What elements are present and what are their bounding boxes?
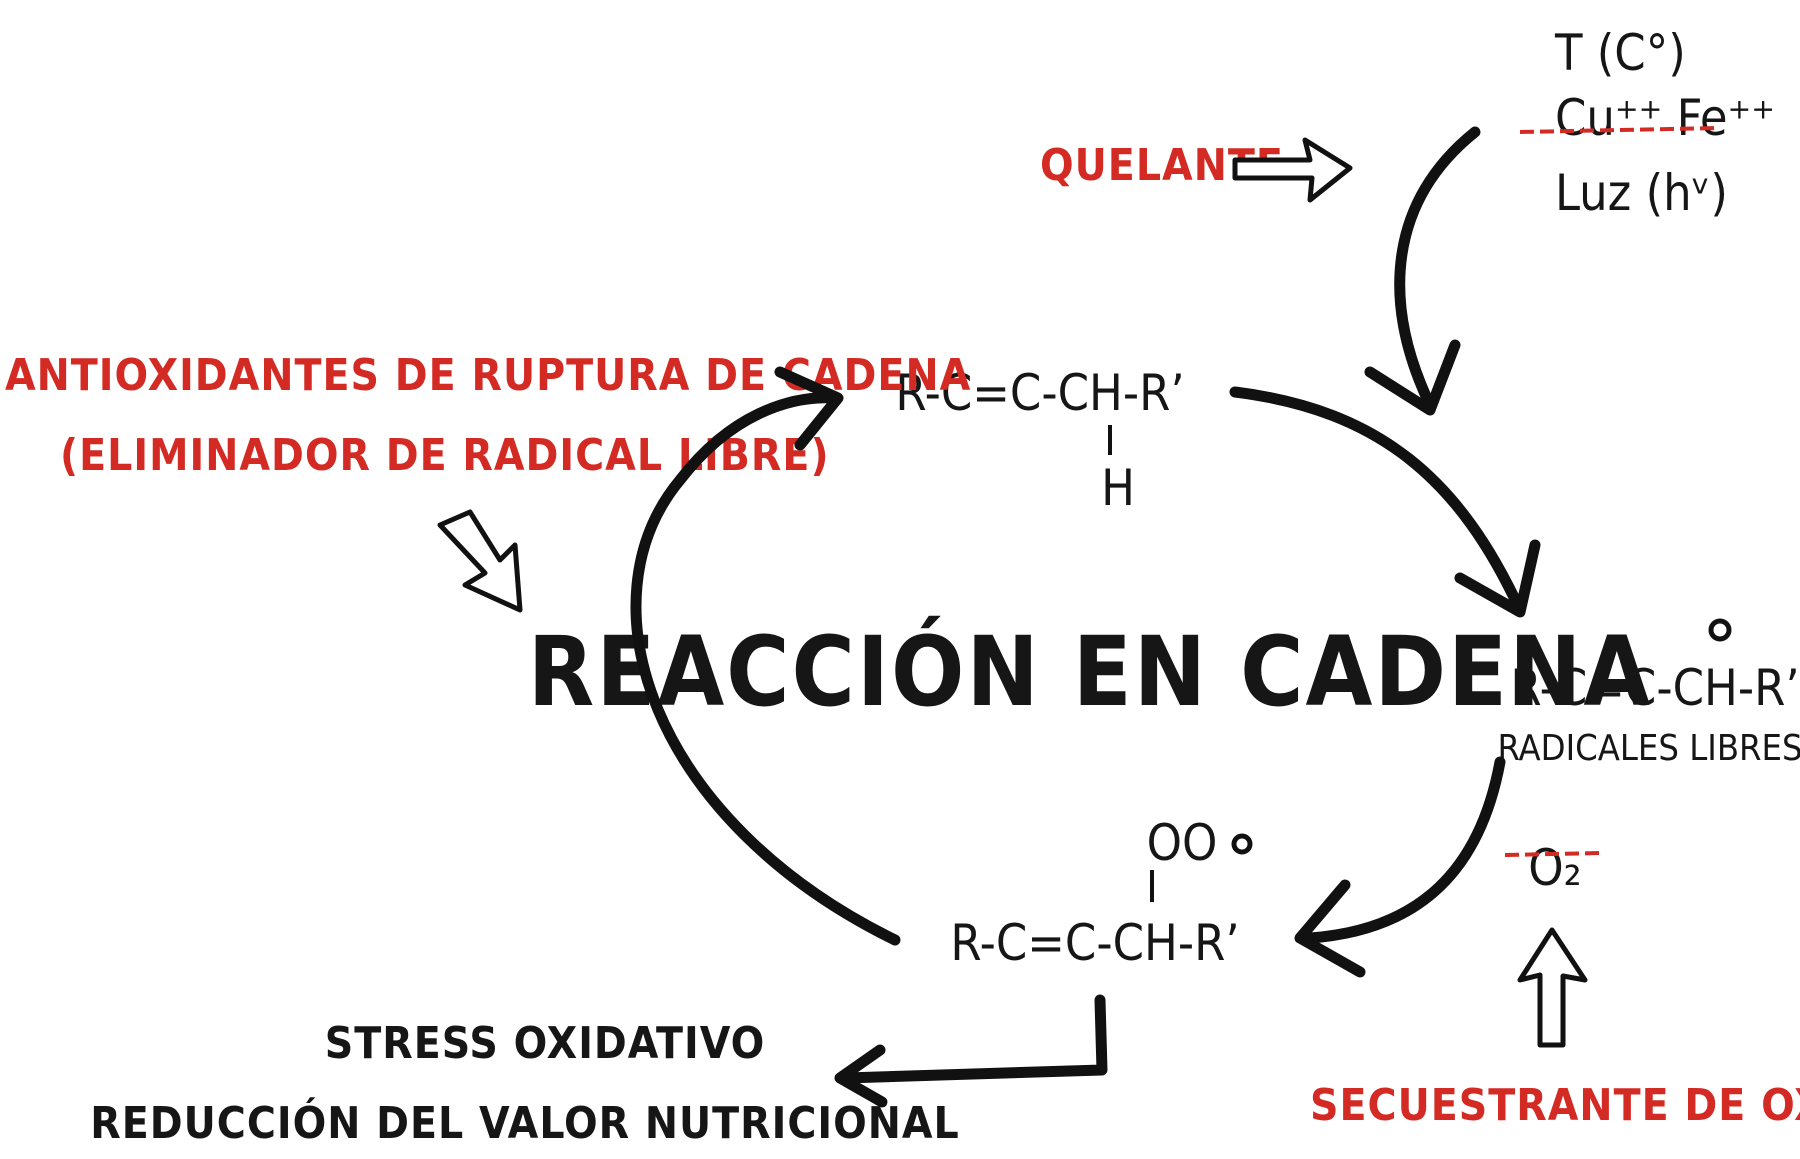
radicales-libres-caption: RADICALES LIBRES	[1497, 728, 1800, 769]
metals-strike	[1519, 126, 1721, 134]
metal-ions-label: Cu⁺⁺ Fe⁺⁺	[1555, 89, 1775, 147]
radical-molecule-formula: R-C=C-CH-R’	[1510, 659, 1799, 717]
oxygen-scavenger-arrow-icon	[1517, 927, 1588, 1048]
peroxyl-molecule-formula: R-C=C-CH-R’	[950, 914, 1239, 972]
arrow-top-to-radical	[1229, 386, 1541, 618]
peroxyl-substituent: OO	[1147, 814, 1218, 872]
light-label: Luz (hᵛ)	[1555, 164, 1728, 222]
center-title: REACCIÓN EN CADENA	[528, 615, 1652, 728]
top-molecule-hydrogen: H	[1101, 459, 1135, 517]
oxygen-strike	[1504, 851, 1601, 857]
radical-molecule: R-C=C-CH-R’ RADICALES LIBRES	[1497, 618, 1800, 769]
peroxyl-molecule: OO R-C=C-CH-R’	[950, 814, 1253, 972]
chain-breaker-arrow-icon	[437, 509, 523, 613]
oxygen-scavenger-label: SECUESTRANTE DE OXIGENO	[1310, 1080, 1800, 1131]
chain-breaker-label-line1: ANTIOXIDANTES DE RUPTURA DE CADENA	[5, 350, 971, 401]
peroxyl-dot	[1231, 833, 1253, 855]
arrow-radical-to-peroxyl	[1294, 756, 1506, 978]
catalysts-list: T (C°) Cu⁺⁺ Fe⁺⁺ Luz (hᵛ)	[1519, 24, 1775, 222]
temperature-label: T (C°)	[1554, 24, 1686, 82]
arrow-catalysts-to-cycle	[1364, 126, 1481, 416]
oxygen-label: O₂	[1528, 839, 1581, 897]
chelator-arrow-icon	[1232, 137, 1353, 203]
arrow-peroxyl-to-outcomes	[834, 994, 1108, 1108]
radical-dot	[1708, 618, 1732, 642]
nutritional-loss-label: REDUCCIÓN DEL VALOR NUTRICIONAL	[90, 1096, 960, 1149]
oxygen: O₂	[1504, 839, 1601, 897]
top-molecule: R-C=C-CH-R’ H	[895, 364, 1184, 517]
top-molecule-formula: R-C=C-CH-R’	[895, 364, 1184, 422]
arrow-peroxyl-to-top	[630, 366, 901, 946]
stress-oxidativo-label: STRESS OXIDATIVO	[325, 1018, 766, 1069]
